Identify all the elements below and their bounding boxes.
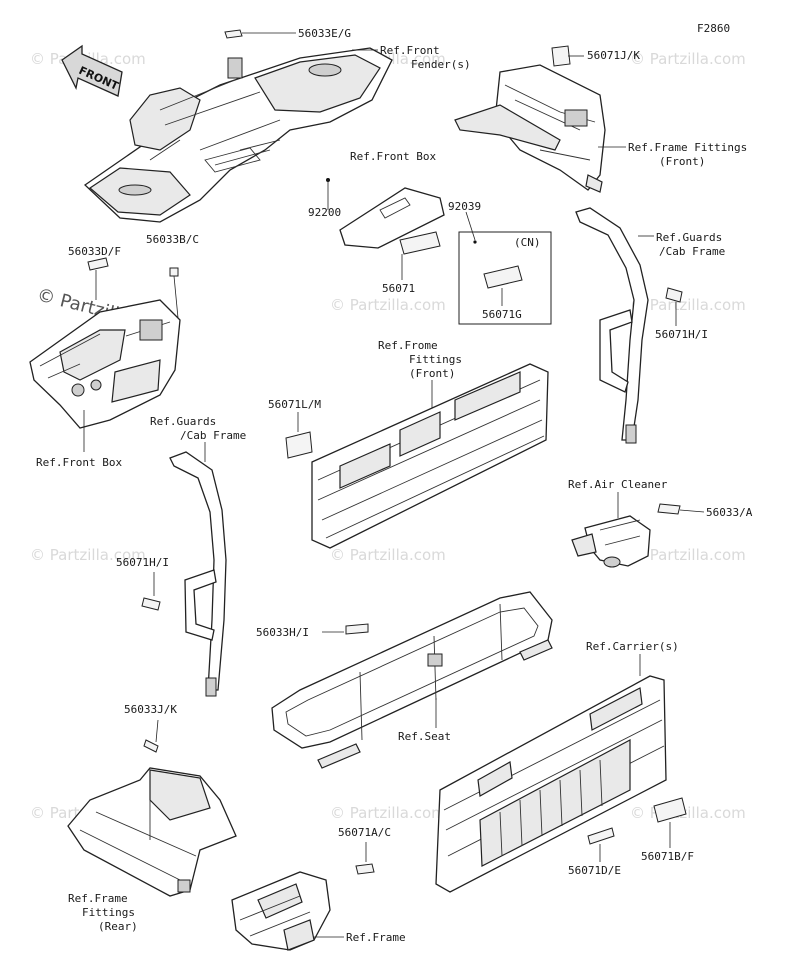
front-box-illustration xyxy=(29,299,181,429)
frame-fittings-panel-illustration xyxy=(311,363,549,549)
seat-frame-illustration xyxy=(271,591,553,769)
figure-code: F2860 xyxy=(697,22,730,35)
ref-guards-right-line1: Ref.Guards xyxy=(656,231,722,244)
ref-front-box-left: Ref.Front Box xyxy=(36,456,122,469)
decal-56071l-m[interactable] xyxy=(285,431,313,459)
decal-56033j-k[interactable] xyxy=(143,739,159,753)
decal-56071a-c[interactable] xyxy=(355,863,375,875)
callout-92200[interactable]: 92200 xyxy=(308,206,341,219)
ref-guards-left-line1: Ref.Guards xyxy=(150,415,216,428)
decal-56033e-g[interactable] xyxy=(224,29,243,39)
decal-56033b-c[interactable] xyxy=(169,267,179,277)
ref-front-fender-line2: Fender(s) xyxy=(411,58,471,71)
ref-frame-fittings-front-line2: (Front) xyxy=(659,155,705,168)
watermark: © Partzilla.com xyxy=(630,50,746,68)
ref-air-cleaner: Ref.Air Cleaner xyxy=(568,478,668,491)
decal-56033-a[interactable] xyxy=(657,503,681,515)
frame-illustration xyxy=(231,871,331,951)
watermark: © Partzilla.com xyxy=(630,296,746,314)
frame-fittings-front-illustration xyxy=(454,64,606,193)
decal-56071d-e[interactable] xyxy=(587,827,615,845)
callout-56071l-m[interactable]: 56071L/M xyxy=(268,398,321,411)
decal-56033d-f[interactable] xyxy=(87,257,109,271)
ref-seat: Ref.Seat xyxy=(398,730,451,743)
callout-56033-a[interactable]: 56033/A xyxy=(706,506,753,519)
front-box-lid-illustration xyxy=(339,187,445,249)
ref-frame: Ref.Frame xyxy=(346,931,406,944)
callout-56033d-f[interactable]: 56033D/F xyxy=(68,245,121,258)
callout-56033h-i[interactable]: 56033H/I xyxy=(256,626,309,639)
decal-56071[interactable] xyxy=(399,231,441,255)
watermark: © Partzilla.com xyxy=(630,804,746,822)
decal-56071h-i-right[interactable] xyxy=(665,287,683,303)
watermark: © Partzilla.com xyxy=(30,546,146,564)
callout-56071a-c[interactable]: 56071A/C xyxy=(338,826,391,839)
callout-56071d-e[interactable]: 56071D/E xyxy=(568,864,621,877)
ref-frame-fittings-rear-line1: Ref.Frame xyxy=(68,892,128,905)
ref-frome-fittings-line2: Fittings xyxy=(409,353,462,366)
decal-56071g[interactable] xyxy=(483,265,523,289)
callout-56071h-i-left[interactable]: 56071H/I xyxy=(116,556,169,569)
ref-frame-fittings-front-line1: Ref.Frame Fittings xyxy=(628,141,747,154)
guards-cab-frame-right-illustration xyxy=(575,207,649,444)
ref-frome-fittings-line1: Ref.Frome xyxy=(378,339,438,352)
ref-front-fender-line1: Ref.Front xyxy=(380,44,440,57)
frame-fittings-rear-illustration xyxy=(67,767,237,897)
watermark: © Partzilla.com xyxy=(330,546,446,564)
callout-56033b-c[interactable]: 56033B/C xyxy=(146,233,199,246)
front-fender-illustration xyxy=(83,47,393,223)
decal-56033h-i[interactable] xyxy=(345,623,369,635)
air-cleaner-illustration xyxy=(571,515,651,568)
callout-56071b-f[interactable]: 56071B/F xyxy=(641,850,694,863)
decal-56071b-f[interactable] xyxy=(653,797,687,823)
ref-carrier: Ref.Carrier(s) xyxy=(586,640,679,653)
callout-56071[interactable]: 56071 xyxy=(382,282,415,295)
ref-frame-fittings-rear-line3: (Rear) xyxy=(98,920,138,933)
callout-56033e-g[interactable]: 56033E/G xyxy=(298,27,351,40)
guards-cab-frame-left-illustration xyxy=(169,451,227,697)
callout-56033j-k[interactable]: 56033J/K xyxy=(124,703,177,716)
watermark: © Partzilla.com xyxy=(330,804,446,822)
decal-56071h-i-left[interactable] xyxy=(141,597,161,611)
carrier-illustration xyxy=(435,675,667,893)
callout-56071h-i-right[interactable]: 56071H/I xyxy=(655,328,708,341)
callout-cn: (CN) xyxy=(514,236,541,249)
watermark: © Partzilla.com xyxy=(630,546,746,564)
decal-56071j-k[interactable] xyxy=(551,45,571,67)
ref-frome-fittings-line3: (Front) xyxy=(409,367,455,380)
watermark: © Partzilla.com xyxy=(330,296,446,314)
callout-56071g[interactable]: 56071G xyxy=(482,308,522,321)
callout-92039[interactable]: 92039 xyxy=(448,200,481,213)
cn-box xyxy=(458,231,552,325)
ref-guards-right-line2: /Cab Frame xyxy=(659,245,725,258)
ref-guards-left-line2: /Cab Frame xyxy=(180,429,246,442)
ref-front-box-top: Ref.Front Box xyxy=(350,150,436,163)
callout-56071j-k[interactable]: 56071J/K xyxy=(587,49,640,62)
ref-frame-fittings-rear-line2: Fittings xyxy=(82,906,135,919)
